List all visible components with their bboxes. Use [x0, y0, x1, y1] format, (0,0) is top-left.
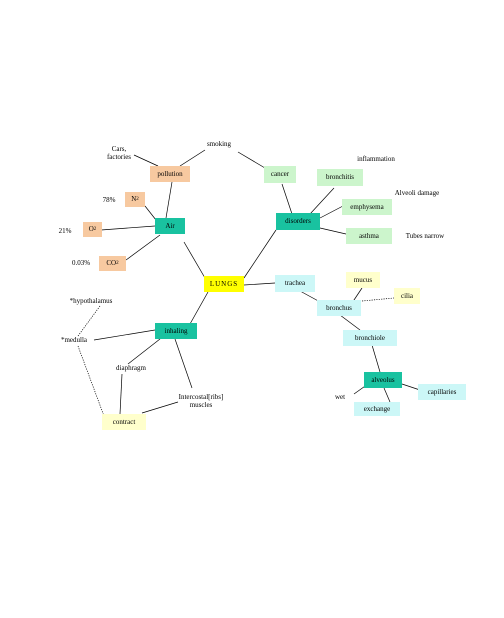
disorders-node: disorders: [276, 213, 320, 230]
mucus-node: mucus: [346, 272, 380, 288]
tubes-narrow-label: Tubes narrow: [405, 232, 445, 241]
cars-factories-label: Cars, factories: [106, 144, 132, 161]
link-inhaling-diaphragm: [127, 338, 161, 365]
alveoli-damage-label: Alveoli damage: [394, 189, 440, 198]
alveolus-node: alveolus: [364, 372, 402, 388]
link-asthma-disorders: [319, 227, 347, 235]
cilia-node: cilia: [394, 288, 420, 304]
link-inhaling-medulla: [93, 329, 156, 341]
link-lungs-disorders: [243, 229, 277, 279]
n2-subscript: 2: [136, 196, 139, 202]
lungs-node: LUNGS: [204, 276, 244, 292]
link-bronchus-cilia: [361, 297, 395, 302]
asthma-node: asthma: [346, 228, 392, 244]
link-emphysema-disorders: [319, 205, 344, 219]
link-cars-pollution: [133, 154, 159, 167]
trachea-node: trachea: [275, 275, 315, 292]
wet-label: wet: [334, 393, 346, 402]
link-bronchitis-disorders: [309, 187, 335, 215]
contract-node: contract: [102, 414, 146, 430]
link-n2-air: [144, 205, 157, 221]
link-smoking-pollution: [179, 149, 206, 167]
cancer-node: cancer: [264, 166, 296, 183]
o2-subscript: 2: [93, 226, 97, 232]
bronchus-node: bronchus: [317, 300, 361, 316]
link-inhaling-intercostal: [174, 338, 193, 389]
inflammation-label: inflammation: [357, 155, 395, 164]
link-diaphragm-contract: [119, 373, 123, 415]
intercostal-label: Intercostal[ribs] muscles: [178, 392, 224, 409]
inhaling-node: inhaling: [155, 323, 197, 339]
co2-symbol: CO: [106, 259, 117, 268]
hypothalamus-label: *hypothalamus: [69, 297, 113, 306]
emphysema-node: emphysema: [342, 199, 392, 215]
bronchitis-node: bronchitis: [317, 169, 363, 186]
o2-symbol: O: [88, 225, 94, 234]
link-lungs-air: [183, 241, 206, 279]
medulla-label: *medulla: [60, 336, 88, 345]
link-lungs-inhaling: [189, 291, 209, 325]
link-bronchus-bronchiole: [339, 314, 361, 331]
bronchiole-node: bronchiole: [343, 330, 397, 346]
capillaries-node: capillaries: [418, 384, 466, 400]
diaphragm-label: diaphragm: [116, 364, 146, 373]
co2-percentage: 0.03%: [71, 259, 91, 268]
link-hypothalamus-medulla: [77, 305, 101, 337]
smoking-label: smoking: [206, 140, 232, 149]
link-medulla-contract: [77, 345, 105, 417]
link-pollution-air: [165, 181, 173, 219]
exchange-node: exchange: [354, 402, 400, 416]
link-alveolus-capillaries: [401, 383, 421, 391]
pollution-node: pollution: [150, 166, 190, 182]
link-o2-air: [100, 225, 156, 231]
link-cancer-disorders: [281, 183, 293, 215]
link-lungs-trachea: [243, 282, 276, 286]
link-bronchiole-alveolus: [371, 344, 381, 373]
o2-percentage: 21%: [58, 227, 72, 236]
co2-subscript: 2: [116, 260, 119, 266]
link-intercostal-contract: [141, 401, 179, 414]
link-co2-air: [125, 234, 161, 261]
air-node: Air: [155, 218, 185, 234]
n2-percentage: 78%: [102, 196, 116, 205]
link-smoking-cancer: [237, 151, 266, 169]
n2-symbol: N: [131, 195, 137, 204]
link-alveolus-exchange: [383, 387, 391, 403]
